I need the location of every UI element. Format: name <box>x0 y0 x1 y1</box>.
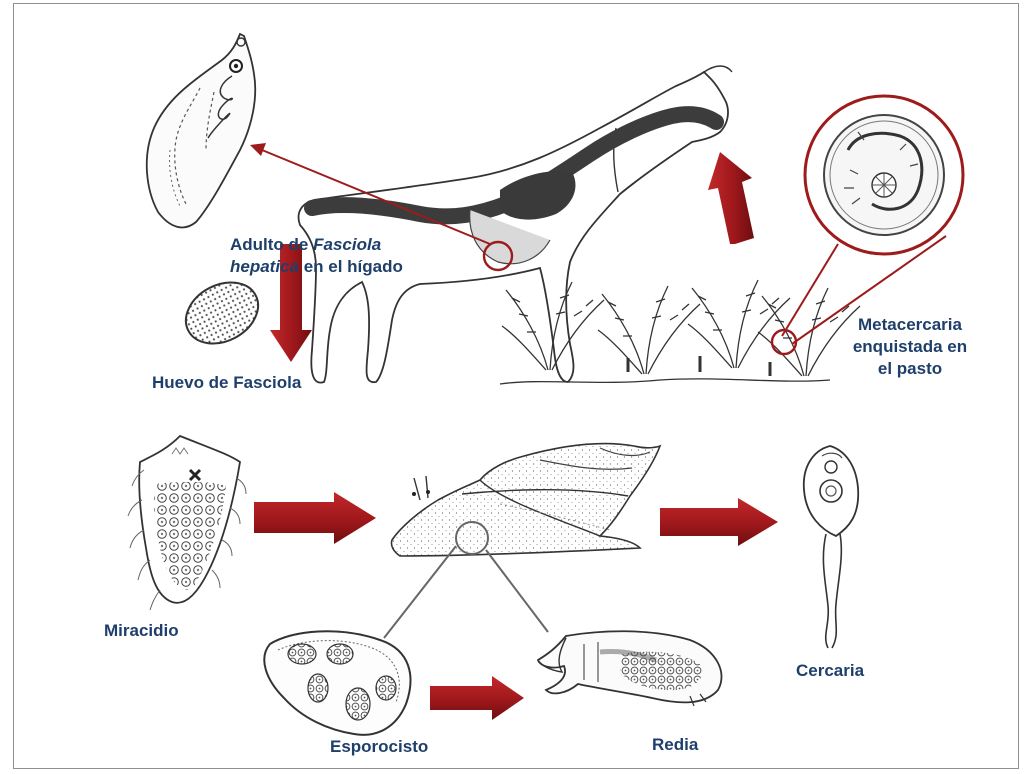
sporocyst-icon <box>264 631 410 735</box>
arrow-miracidium-to-snail <box>254 492 376 544</box>
cercaria-icon <box>804 446 858 648</box>
snail-icon <box>384 444 660 638</box>
label-adult-fluke: Adulto de Fasciola hepatica en el hígado <box>230 234 403 278</box>
egg-icon <box>175 270 268 355</box>
redia-icon <box>538 631 722 706</box>
label-cercaria: Cercaria <box>796 660 864 682</box>
label-miracidium: Miracidio <box>104 620 179 642</box>
sheep-icon <box>299 66 732 383</box>
label-redia: Redia <box>652 734 698 756</box>
arrow-snail-to-cercaria <box>660 498 778 546</box>
label-metacercaria: Metacercaria enquistada en el pasto <box>840 314 980 380</box>
label-sporocyst: Esporocisto <box>330 736 428 758</box>
arrow-sporocyst-to-redia <box>430 676 524 720</box>
label-egg: Huevo de Fasciola <box>152 372 301 394</box>
miracidium-icon <box>128 436 246 610</box>
arrow-grass-to-sheep <box>708 152 754 244</box>
adult-fluke-icon <box>147 34 255 227</box>
